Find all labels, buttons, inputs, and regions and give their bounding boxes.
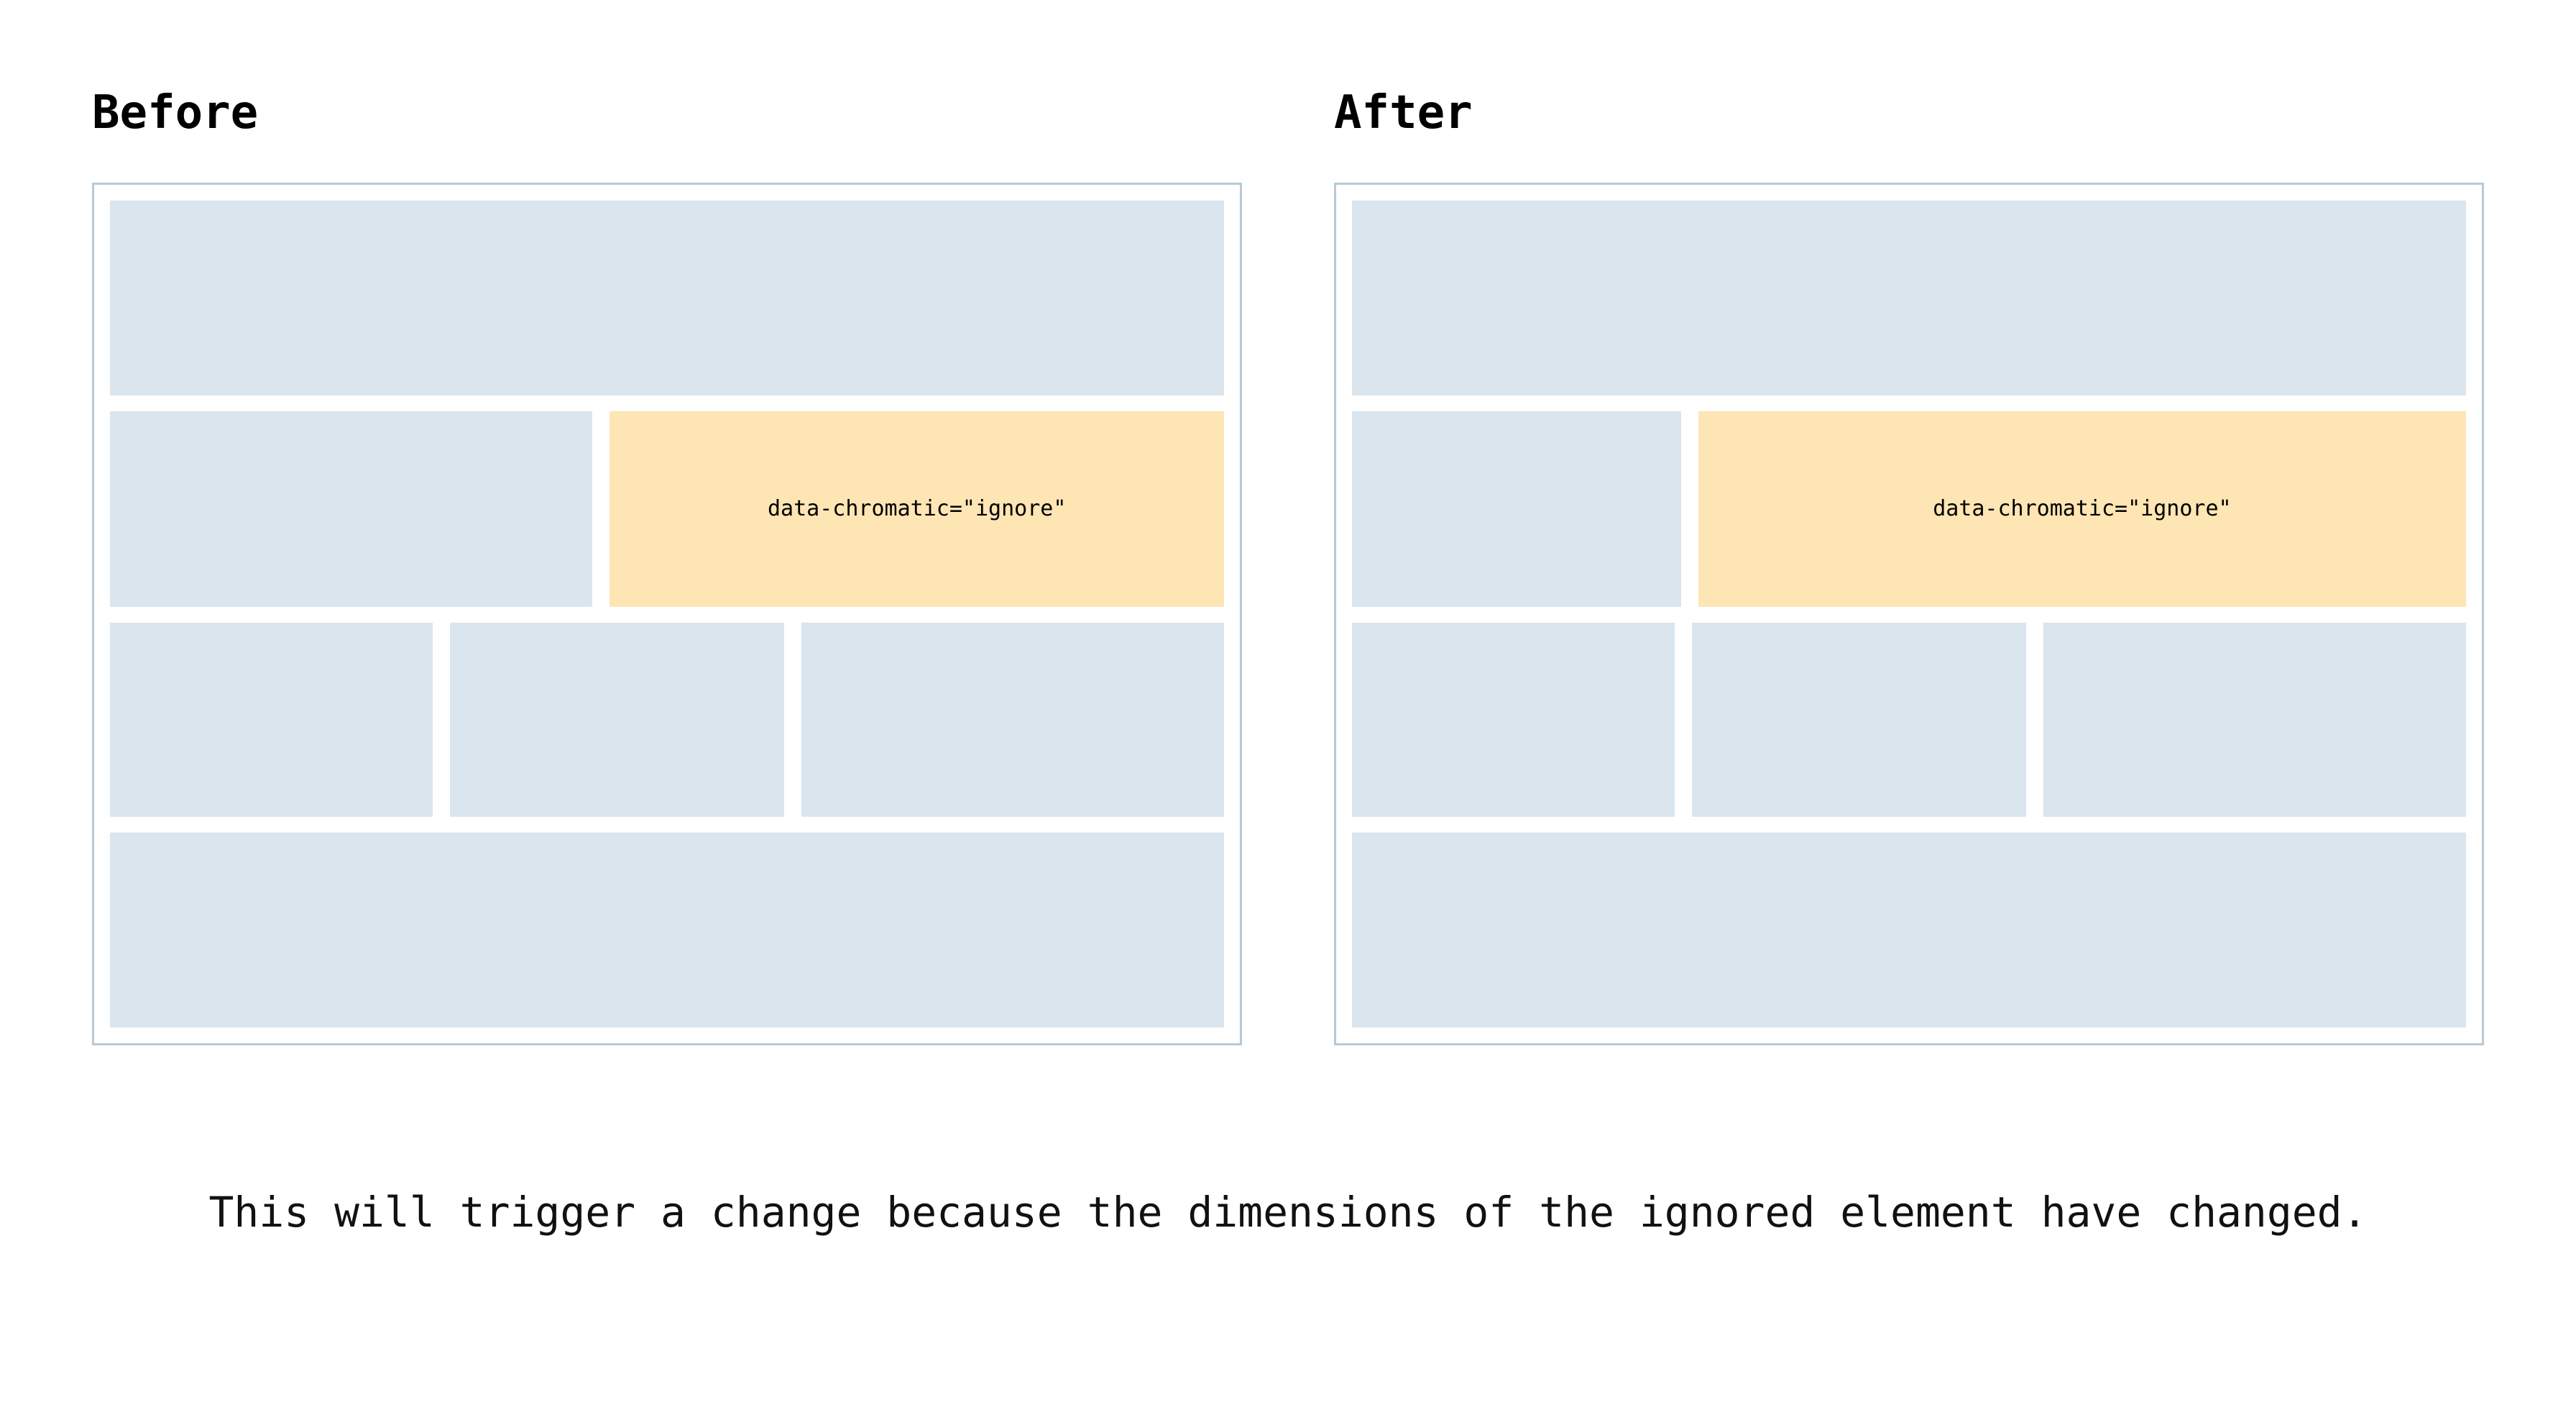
placeholder-block: [450, 622, 784, 817]
placeholder-block: [110, 622, 433, 817]
skeleton-row-footer: [110, 833, 1224, 1027]
ignored-block: data-chromatic="ignore": [1698, 411, 2466, 607]
placeholder-block: [1352, 411, 1681, 607]
snapshot-panel-before: data-chromatic="ignore": [92, 183, 1242, 1045]
placeholder-block: [1352, 201, 2466, 395]
placeholder-block: [110, 833, 1224, 1027]
ignored-block: data-chromatic="ignore": [610, 411, 1224, 607]
skeleton-row-hero: [110, 201, 1224, 395]
placeholder-block: [1352, 622, 1675, 817]
panel-heading-before: Before: [92, 86, 259, 139]
placeholder-block: [110, 411, 593, 607]
placeholder-block: [1692, 622, 2026, 817]
skeleton-row-split: data-chromatic="ignore": [1352, 411, 2466, 607]
panel-heading-after: After: [1334, 86, 1473, 139]
skeleton-row-triple: [110, 622, 1224, 817]
placeholder-block: [110, 201, 1224, 395]
ignored-block-label: data-chromatic="ignore": [768, 496, 1067, 522]
skeleton-row-triple: [1352, 622, 2466, 817]
ignored-block-label: data-chromatic="ignore": [1933, 496, 2232, 522]
snapshot-panel-after: data-chromatic="ignore": [1334, 183, 2484, 1045]
placeholder-block: [801, 622, 1224, 817]
skeleton-row-footer: [1352, 833, 2466, 1027]
explanation-caption: This will trigger a change because the d…: [208, 1188, 2368, 1237]
placeholder-block: [1352, 833, 2466, 1027]
skeleton-row-hero: [1352, 201, 2466, 395]
skeleton-row-split: data-chromatic="ignore": [110, 411, 1224, 607]
placeholder-block: [2043, 622, 2466, 817]
